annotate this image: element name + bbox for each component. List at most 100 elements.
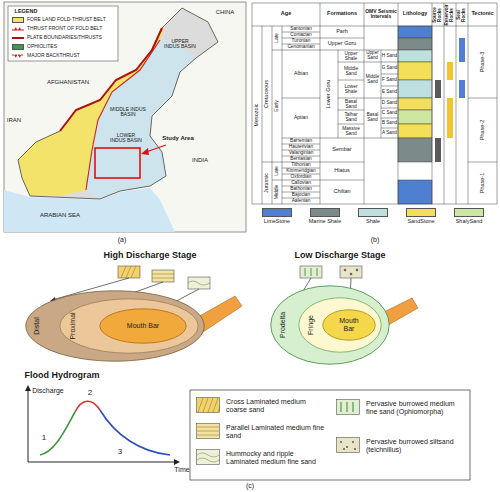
label-text-holder: Valanginian (289, 150, 314, 155)
legend-text: Pervasive burrowed medium fine sand (Oph… (366, 400, 466, 415)
lobe-label-holder: Mouth Bar (334, 317, 364, 332)
label-text: ARABIAN SEA (40, 212, 80, 218)
core-sample (197, 450, 220, 465)
label-text: 3 (118, 448, 122, 457)
legend-swatch (12, 44, 24, 50)
label-text-holder: ARABIAN SEA (40, 212, 80, 218)
lobe-label: Distal (33, 317, 41, 335)
burrow (347, 402, 348, 412)
legend-text: OPHIOLITES (27, 44, 57, 49)
legend-text-holder: ShalySand (456, 219, 483, 225)
label-text-holder: UPPER INDUS BASIN (164, 39, 196, 50)
label-text: LEGEND (15, 9, 38, 15)
label-text-holder: E Sand (382, 90, 397, 95)
label-text: F Sand (382, 78, 397, 83)
legend-sample (196, 423, 220, 439)
label-text: D Sand (382, 101, 397, 106)
legend-sample (336, 399, 360, 415)
lobe-label: Proximal (69, 312, 77, 339)
label-text-holder: Jurassic (264, 173, 270, 193)
label-text: H Sand (382, 54, 397, 59)
label-text-holder: LOWER INDUS BASIN (110, 133, 142, 144)
label-text-holder: Study Area (162, 135, 193, 141)
label-text: Jurassic (264, 173, 270, 193)
label-text-holder: Formations (327, 11, 357, 17)
label-text-holder: Tectonic (471, 11, 493, 17)
label-text: 2 (88, 389, 92, 398)
label-text: Basal Sand (339, 99, 363, 109)
label-text: Seal Rocks (457, 4, 467, 26)
legend-swatch (454, 208, 484, 217)
legend-swatch (406, 208, 436, 217)
label-text-holder: Basal Sand (339, 99, 363, 109)
burrow (341, 402, 342, 412)
legend-text: THRUST FRONT OF FOLD BELT (27, 26, 102, 31)
label-text: Flood Hydrogram (24, 371, 99, 381)
label-text: Aalenian (292, 198, 311, 203)
legend-text: PLATE BOUNDARIES/THRUSTS (27, 35, 102, 40)
label-text: Study Area (162, 135, 193, 141)
lobe-node: FringeMouth Bar (298, 297, 382, 353)
label-text-holder: C Sand (382, 111, 397, 116)
label-text-holder: AFGHANISTAN (47, 79, 89, 85)
label-text-holder: Middle (274, 185, 279, 200)
label-text-holder: H Sand (382, 54, 397, 59)
lobe-label-holder: Distal (33, 317, 41, 335)
label-text: Barremian (290, 138, 312, 143)
label-text: Hauterivian (289, 144, 313, 149)
lobe-node: Mouth Bar (99, 308, 187, 344)
legend-text-holder: Hummocky and ripple Laminated medium fin… (226, 450, 326, 465)
lobe-shape (323, 310, 375, 340)
label-text-holder: Tithonian (291, 162, 311, 167)
label-text-holder: Chiltan (333, 189, 350, 195)
plate-line (12, 37, 24, 39)
lobe-node: Proximal Mouth Bar (59, 298, 199, 354)
backthrust-tooth (14, 55, 17, 58)
label-text-holder: 1 (42, 434, 46, 443)
label-text: Cenomanian (287, 44, 314, 49)
label-text-holder: Aalenian (292, 198, 311, 203)
label-text-holder: Phase-2 (480, 120, 486, 141)
label-text: Massive Sand (339, 126, 363, 136)
label-text-holder: (b) (371, 236, 380, 244)
legend-text: Pervasive burrowed siltsand (teichnillus… (366, 438, 466, 453)
label-text: G Sand (382, 66, 398, 71)
label-text: (a) (118, 236, 127, 244)
legend-sample (196, 449, 220, 465)
label-text-holder: Low Discharge Stage (294, 251, 385, 261)
label-text: Tectonic (471, 11, 493, 17)
label-text: Albian (294, 71, 308, 76)
legend-text-holder: FORE LAND FOLD-THRUST BELT (27, 17, 106, 22)
lobe-shape (271, 286, 389, 364)
label-text-holder: Sembar (332, 147, 351, 153)
label-text: Oxfordian (291, 174, 312, 179)
label-text-holder: F Sand (382, 78, 397, 83)
label-text: Middle Sand (365, 75, 381, 85)
label-text-holder: Hiatus (334, 168, 350, 174)
label-text: LOWER INDUS BASIN (110, 133, 142, 144)
legend-text-holder: OPHIOLITES (27, 44, 57, 49)
legend-text: Parallel Laminated medium fine sand (226, 424, 326, 439)
label-text-holder: Basal Sand (365, 113, 381, 123)
legend-swatch (358, 208, 388, 217)
label-text: IRAN (7, 117, 21, 123)
label-text: Phase-1 (480, 173, 486, 194)
label-text-holder: Aptian (294, 115, 308, 120)
label-text: CHINA (216, 9, 235, 15)
lobe-label-holder: Prodelta (279, 312, 287, 338)
label-text: Phase-3 (480, 52, 486, 73)
legend-text: Marine Shale (309, 219, 341, 225)
legend-text: LimeStone (264, 219, 290, 225)
label-text-holder: Flood Hydrogram (24, 371, 99, 381)
lobe-shape (100, 309, 186, 343)
hummocky-lamina (197, 453, 219, 462)
lobe-label-holder: Proximal (69, 312, 77, 339)
legend-text-holder: LimeStone (264, 219, 290, 225)
label-text-holder: Mesozoic (254, 103, 260, 126)
label-text-holder: Late (274, 33, 279, 43)
lobe-label: Mouth Bar (334, 317, 364, 332)
label-text-holder: Early (274, 100, 279, 111)
label-text-holder: G Sand (382, 66, 398, 71)
label-text: Parh (336, 29, 348, 35)
